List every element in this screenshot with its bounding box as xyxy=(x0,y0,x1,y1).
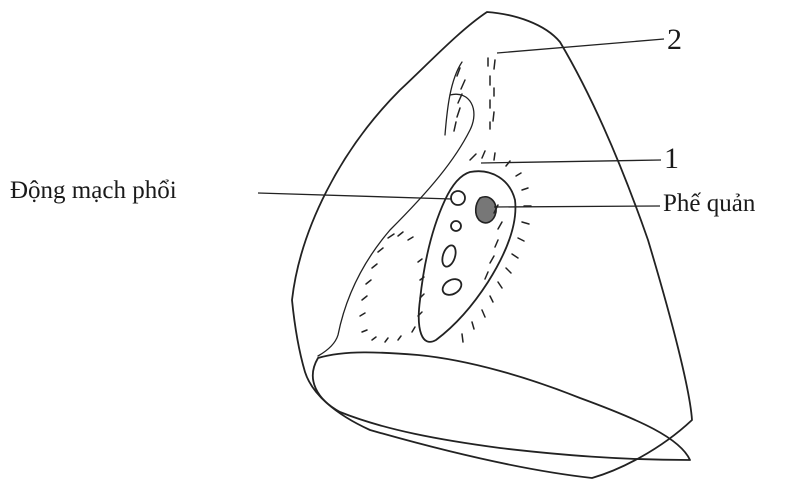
vein-2 xyxy=(440,276,464,298)
bronchus-label: Phế quản xyxy=(663,191,755,216)
vein-1 xyxy=(440,244,458,269)
leader-line-2 xyxy=(497,39,664,53)
pulmonary-artery-label: Động mạch phổi xyxy=(10,178,177,203)
leader-line-1 xyxy=(481,160,661,163)
bronchus-shape xyxy=(476,197,496,223)
pulmonary-artery-shape xyxy=(451,191,465,205)
vessel-small xyxy=(451,221,461,231)
base-surface xyxy=(313,352,690,460)
callout-2-label: 2 xyxy=(667,25,682,55)
callout-1-label: 1 xyxy=(664,144,679,174)
hilum-hatching xyxy=(462,151,531,342)
lung-outline xyxy=(292,12,692,478)
hilum-outline xyxy=(419,171,516,342)
cardiac-hatching xyxy=(360,232,424,342)
